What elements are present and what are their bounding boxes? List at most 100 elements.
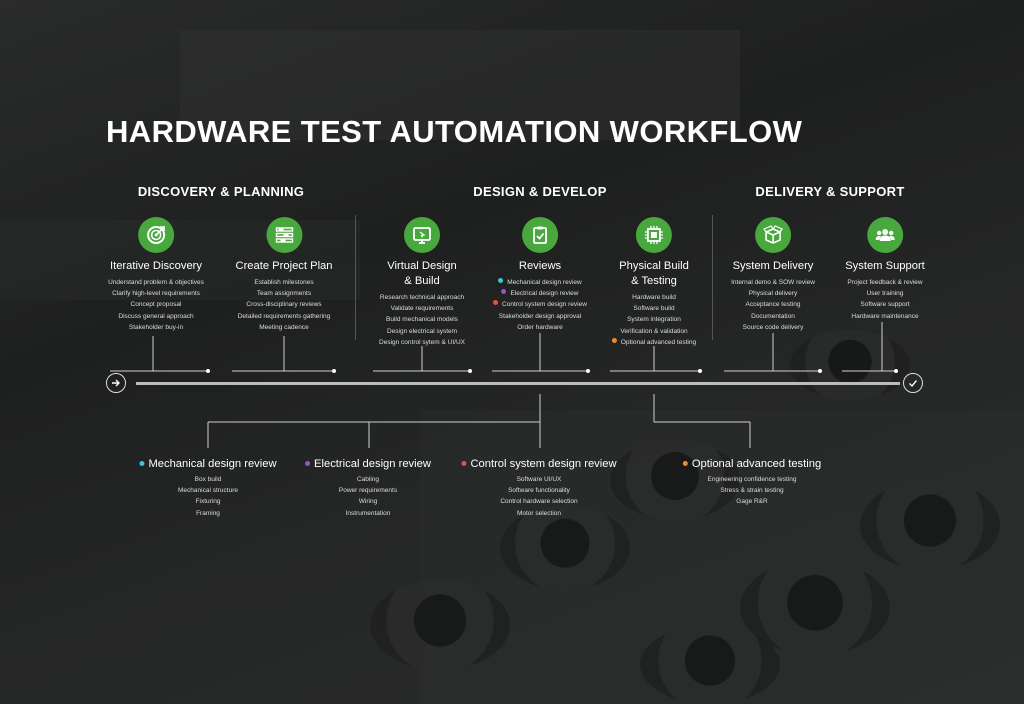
list-item: Cabling (356, 476, 380, 483)
list-item: Software UI/UX (516, 476, 562, 483)
list-item: Instrumentation (345, 509, 391, 517)
step-title: Physical Build (619, 260, 689, 272)
sub-title: Control system design review (470, 458, 617, 470)
sub-title: Electrical design review (314, 458, 431, 470)
list-item: Mechanical structure (178, 487, 238, 495)
list-item: Wiring (358, 498, 378, 506)
step-title: Create Project Plan (235, 260, 333, 272)
optional-dot (682, 461, 688, 466)
list-item: Detailed requirements gathering (237, 312, 331, 320)
control-dot (493, 300, 499, 306)
step-system-delivery: System Delivery Internal demo & SOW revi… (731, 217, 815, 333)
list-item: Meeting cadence (259, 323, 309, 331)
list-item: Electrical design review (493, 288, 587, 299)
list-item: Stakeholder design approval (498, 312, 582, 320)
connector-dot (332, 369, 336, 373)
list-item: Hardware build (632, 294, 676, 301)
list-item: Design control sytem & UI/UX (379, 338, 465, 346)
list-item: Understand problem & objectives (108, 279, 204, 286)
list-item: Research technical approach (379, 294, 465, 301)
list-item: Software build (633, 305, 675, 313)
electrical-dot (501, 289, 507, 295)
step-reviews: Reviews Mechanical design review Electri… (493, 217, 587, 333)
sub-control-system-design-review: Control system design review Software UI… (461, 457, 617, 519)
step-title-line2: & Testing (631, 275, 677, 287)
list-item: Stakeholder buy-in (128, 323, 184, 331)
step-title: System Delivery (732, 260, 814, 272)
sub-optional-advanced-testing: Optional advanced testing Engineering co… (682, 457, 822, 508)
sub-title: Optional advanced testing (691, 458, 822, 470)
list-item: Mechanical design review (493, 277, 587, 288)
list-item: Documentation (751, 312, 795, 320)
list-item: Cross-disciplinary reviews (246, 301, 322, 309)
mechanical-dot (498, 278, 504, 283)
chip-icon (635, 217, 672, 253)
list-item: Hardware maintenance (851, 312, 919, 320)
list-item: Software support (860, 301, 910, 309)
step-title: Iterative Discovery (109, 260, 202, 272)
electrical-dot (305, 461, 311, 466)
list-item: Team assignments (256, 290, 312, 298)
mechanical-dot (139, 461, 145, 466)
clipboard-icon (522, 217, 558, 253)
connector-dot (894, 369, 898, 373)
box-icon (755, 217, 791, 253)
control-dot (461, 461, 467, 466)
sub-mechanical-design-review: Mechanical design review Box build Mecha… (139, 457, 277, 519)
phase-divider (355, 215, 356, 340)
list-item: Framing (196, 509, 220, 517)
list-item: Optional advanced testing (611, 337, 696, 348)
phase-design-develop: DESIGN & DEVELOP (473, 184, 607, 199)
phase-discovery-planning: DISCOVERY & PLANNING (137, 184, 305, 199)
list-item: Control system design review (493, 299, 587, 310)
connector-dot (468, 369, 472, 373)
sub-title: Mechanical design review (148, 458, 277, 470)
list-item: Source code delivery (742, 323, 804, 331)
list-item: User training (866, 290, 904, 298)
end-check-icon (903, 373, 923, 393)
step-iterative-discovery: Iterative Discovery Understand problem &… (108, 217, 204, 333)
list-item: Project feedback & review (847, 279, 923, 286)
list-item: Design electrical system (386, 327, 458, 335)
list-item: Verification & validation (620, 327, 688, 335)
step-virtual-design-build: Virtual Design & Build Research technica… (379, 217, 465, 348)
list-item: Discuss general approach (118, 312, 194, 320)
list-item: Clarify high-level requirements (112, 290, 200, 298)
plan-icon (265, 217, 302, 253)
connector-dot (698, 369, 702, 373)
list-item: Power requirements (338, 487, 398, 495)
connector-dot (206, 369, 210, 373)
monitor-icon (403, 217, 440, 253)
list-item: Order hardware (517, 323, 563, 331)
page-title: HARDWARE TEST AUTOMATION WORKFLOW (106, 114, 803, 149)
target-icon (138, 217, 174, 253)
sub-electrical-design-review: Electrical design review Cabling Power r… (305, 457, 431, 519)
connector-dot (818, 369, 822, 373)
list-item: Internal demo & SOW review (731, 279, 815, 286)
list-item: Engineering confidence testing (707, 476, 797, 483)
list-item: Validate requirements (390, 305, 454, 313)
list-item: Concept proposal (130, 301, 182, 309)
list-item: Acceptance testing (745, 301, 801, 309)
list-item: Box build (194, 476, 222, 483)
team-icon (867, 217, 903, 253)
timeline-bar (136, 382, 900, 385)
list-item: Build mechanical models (386, 316, 458, 324)
phase-divider (712, 215, 713, 340)
step-title-line2: & Build (404, 275, 440, 287)
list-item: Software functionality (508, 487, 570, 495)
list-item: Control hardware selection (500, 498, 578, 506)
list-item: Motor selection (516, 509, 562, 517)
step-create-project-plan: Create Project Plan Establish milestones… (235, 217, 333, 333)
list-item: Stress & strain testing (720, 487, 784, 495)
step-system-support: System Support Project feedback & review… (845, 217, 925, 322)
step-physical-build-testing: Physical Build & Testing Hardware build … (611, 217, 696, 348)
start-arrow-icon (106, 373, 126, 393)
list-item: Fixturing (195, 498, 221, 506)
connector-dot (586, 369, 590, 373)
step-title: Virtual Design (387, 260, 457, 272)
step-title: System Support (845, 260, 925, 272)
list-item: Gage R&R (736, 498, 768, 506)
